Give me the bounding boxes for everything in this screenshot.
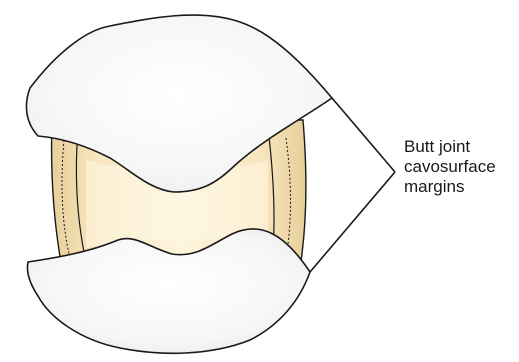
callout-leader-lines [310,98,395,272]
leader-line-lower [310,172,395,272]
callout-line-2: cavosurface [404,157,496,177]
callout-line-3: margins [404,177,496,197]
callout-line-1: Butt joint [404,137,496,157]
callout-label: Butt joint cavosurface margins [404,137,496,197]
leader-line-upper [332,98,395,172]
